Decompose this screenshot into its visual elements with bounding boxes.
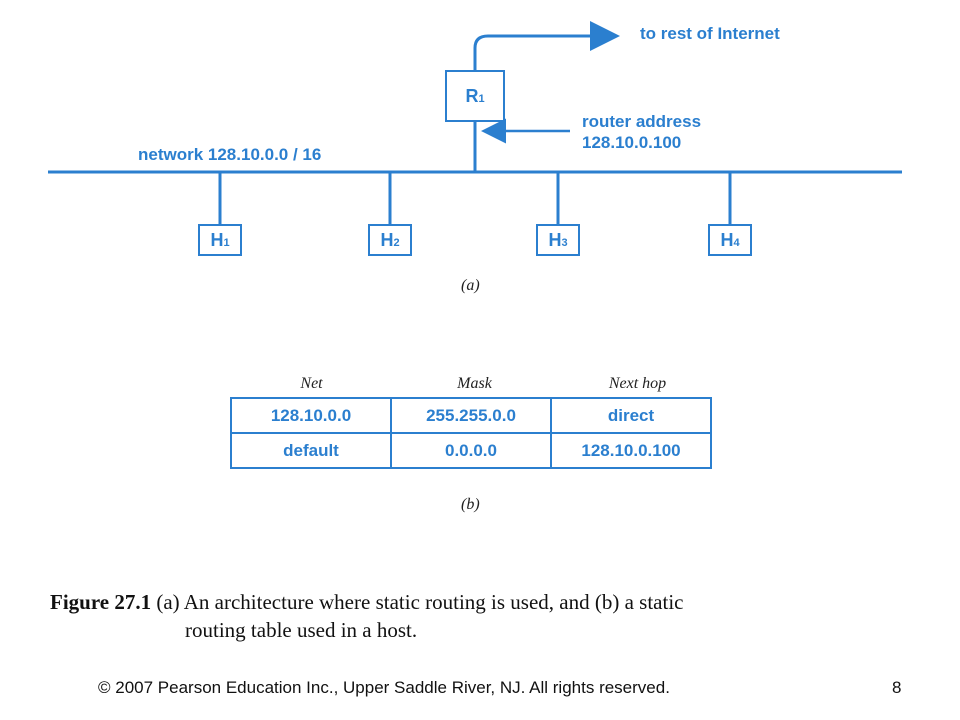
host-4-subscript: 4 bbox=[733, 237, 740, 249]
page-number: 8 bbox=[892, 678, 902, 697]
table-cell: 128.10.0.0 bbox=[230, 397, 392, 434]
to-internet-label: to rest of Internet bbox=[640, 24, 780, 43]
caption-text-1: (a) An architecture where static routing… bbox=[151, 590, 684, 614]
internet-link-arrow bbox=[473, 21, 620, 70]
caption-line-2: routing table used in a host. bbox=[185, 618, 418, 642]
router-label: R bbox=[465, 85, 479, 106]
table-header-mask: Mask bbox=[457, 375, 492, 392]
host-1-label: H bbox=[210, 229, 224, 250]
host-2-subscript: 2 bbox=[393, 237, 400, 249]
router-address-value: 128.10.0.100 bbox=[582, 133, 682, 152]
table-header-net: Net bbox=[300, 375, 323, 392]
host-2-label: H bbox=[380, 229, 394, 250]
router-subscript: 1 bbox=[478, 93, 485, 105]
copyright-footer: © 2007 Pearson Education Inc., Upper Sad… bbox=[98, 678, 670, 697]
figure-number: Figure 27.1 bbox=[50, 590, 152, 614]
table-row: default 0.0.0.0 128.10.0.100 bbox=[230, 432, 712, 469]
table-cell: 0.0.0.0 bbox=[390, 432, 552, 469]
figure-caption: Figure 27.1 (a) An architecture where st… bbox=[50, 588, 910, 644]
table-cell: default bbox=[230, 432, 392, 469]
table-cell: 128.10.0.100 bbox=[550, 432, 712, 469]
part-a-label: (a) bbox=[461, 277, 480, 294]
part-b-label: (b) bbox=[461, 496, 480, 513]
host-3-subscript: 3 bbox=[561, 237, 568, 249]
router-address-label: router address bbox=[582, 112, 702, 131]
host-3-label: H bbox=[548, 229, 562, 250]
table-row: 128.10.0.0 255.255.0.0 direct bbox=[230, 397, 712, 434]
host-1-subscript: 1 bbox=[223, 237, 230, 249]
table-header-next-hop: Next hop bbox=[608, 375, 667, 392]
host-4-label: H bbox=[720, 229, 734, 250]
routing-table: 128.10.0.0 255.255.0.0 direct default 0.… bbox=[230, 397, 712, 469]
caption-line-1: Figure 27.1 (a) An architecture where st… bbox=[50, 588, 910, 616]
table-cell: 255.255.0.0 bbox=[390, 397, 552, 434]
table-cell: direct bbox=[550, 397, 712, 434]
network-label: network 128.10.0.0 / 16 bbox=[138, 145, 322, 164]
